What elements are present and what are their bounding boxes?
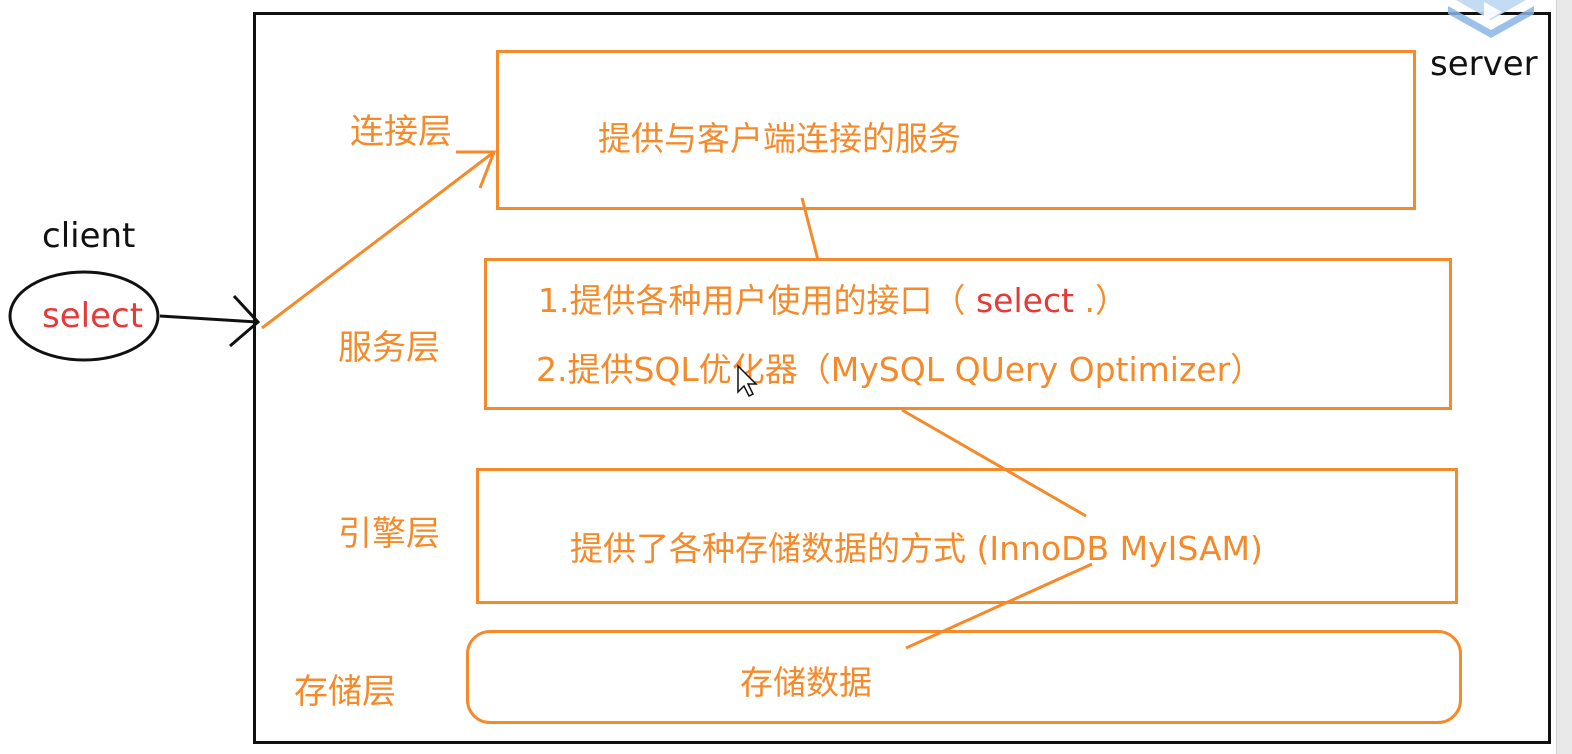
service-engine-link xyxy=(901,408,1087,518)
layer-label-storage: 存储层 xyxy=(294,672,396,712)
server-label: server xyxy=(1430,44,1538,84)
engine-storage-link xyxy=(905,562,1093,650)
service-line1-highlight: select xyxy=(975,281,1075,320)
storage-layer-text: 存储数据 xyxy=(740,663,872,702)
window-edge xyxy=(1556,0,1572,754)
video-player-icon xyxy=(1448,0,1534,52)
service-line1-suffix: .） xyxy=(1074,281,1129,320)
client-query: select xyxy=(42,296,144,336)
layer-label-service: 服务层 xyxy=(338,328,440,368)
mouse-cursor-icon xyxy=(737,364,758,398)
connection-layer-box xyxy=(496,50,1416,210)
service-line1-prefix: 1.提供各种用户使用的接口（ xyxy=(538,281,976,320)
engine-layer-box xyxy=(476,468,1458,604)
storage-layer-box xyxy=(466,630,1462,724)
client-label: client xyxy=(42,216,136,256)
layer-label-engine: 引擎层 xyxy=(338,514,440,554)
connection-layer-text: 提供与客户端连接的服务 xyxy=(598,119,961,158)
server-frame xyxy=(253,12,1551,744)
service-layer-box xyxy=(484,258,1452,410)
service-layer-line2: 2.提供SQL优化器（MySQL QUery Optimizer） xyxy=(536,350,1264,389)
client-ellipse xyxy=(8,270,160,362)
engine-layer-text: 提供了各种存储数据的方式 (InnoDB MyISAM) xyxy=(570,529,1263,568)
connection-service-link xyxy=(800,197,820,261)
server-to-connection-arrow xyxy=(261,150,497,330)
client-to-server-arrow xyxy=(159,294,261,348)
service-layer-line1: 1.提供各种用户使用的接口（ select .） xyxy=(538,274,1128,322)
layer-label-connection: 连接层 xyxy=(350,112,452,152)
